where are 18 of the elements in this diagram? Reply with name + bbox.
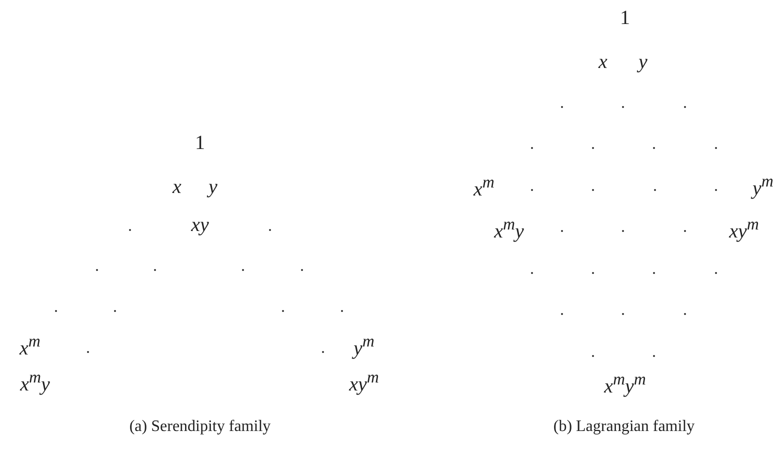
panel-caption: (b) Lagrangian family (553, 419, 695, 435)
panel-caption: (a) Serendipity family (129, 419, 271, 435)
monomial-label: x$^{m}$y (494, 216, 524, 242)
monomial-label: x$^{m}$ (20, 334, 40, 358)
constant-term: 1 (195, 133, 205, 153)
monomial-label: xy (191, 215, 209, 235)
monomial-label: xy$^{m}$ (349, 370, 379, 394)
monomial-label: x$^{m}$ (474, 174, 494, 200)
monomial-label: xy$^{m}$ (729, 216, 759, 242)
monomial-label: y$^{m}$ (752, 174, 774, 198)
constant-term: 1 (620, 8, 630, 28)
monomial-label: y$^{m}$ (354, 334, 374, 358)
monomial-label: x (598, 52, 608, 72)
monomial-label: x$^{m}$y (20, 370, 50, 394)
monomial-label: x$^{m}$y$^{m}$ (604, 372, 646, 396)
monomial-label: y (208, 177, 218, 197)
monomial-label: y (638, 52, 648, 72)
monomial-label: x (172, 177, 182, 197)
